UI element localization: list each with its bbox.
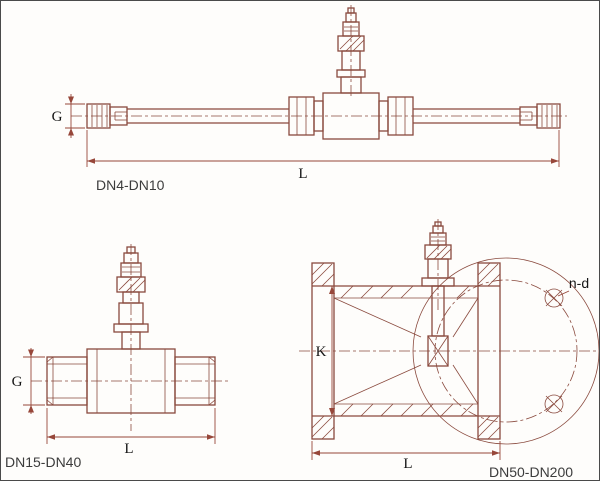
dim-label-l: L [124,441,133,457]
figure-caption: DN4-DN10 [96,177,165,193]
sensor-assembly [421,221,455,287]
dimension-g: G [12,348,45,414]
dimension-k: K [316,286,335,416]
sensor-assembly [336,7,366,94]
dimension-l: L [86,130,560,182]
meter-body [288,92,414,140]
dimension-l: L [311,441,501,472]
dim-label-l: L [298,166,307,182]
internal-turbine [333,285,479,405]
dimension-g: G [52,94,85,138]
dimension-l: L [46,408,216,457]
right-end-fitting [519,103,561,129]
figure-caption: DN15-DN40 [5,454,81,470]
dim-label-g: G [12,374,23,390]
flange-outer-circle [412,257,599,445]
figure-dn50-dn200: n-d [299,219,599,480]
dim-label-k: K [316,344,327,360]
body-tube [334,285,478,417]
right-pipe [413,108,520,124]
meter-body [46,348,216,414]
figure-dn4-dn10: G L DN4-DN10 [52,5,567,193]
figure-dn15-dn40: G L DN15-DN40 [5,244,231,470]
left-pipe [127,108,289,124]
dim-label-l: L [403,456,412,472]
flange-projection: n-d [412,257,599,445]
figure-caption: DN50-DN200 [489,464,573,480]
bolt-label-leader [557,290,570,297]
dim-label-g: G [52,109,63,125]
bolt-circle [434,279,578,423]
flanges [311,262,501,440]
left-end-fitting [86,103,128,129]
bolt-label: n-d [569,275,589,291]
bolt-hole-top [544,288,564,308]
bolt-hole-bottom [544,394,564,414]
